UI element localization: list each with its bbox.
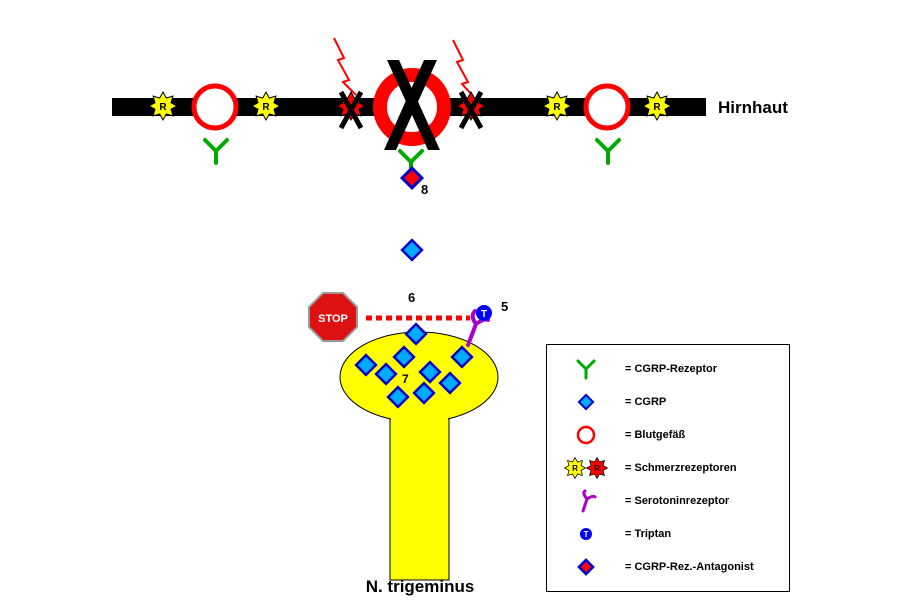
membrane-label: Hirnhaut: [718, 98, 788, 117]
pain-receptor-center-left-blocked: [336, 90, 366, 130]
pain-receptor-right-2: R: [642, 91, 672, 121]
cgrp-free: [400, 238, 424, 262]
pain-receptor-left-1: R: [148, 91, 178, 121]
blood-vessel-left: [191, 83, 239, 131]
cgrp-antagonist-icon: [577, 558, 595, 576]
legend-label: = Serotoninrezeptor: [625, 495, 730, 507]
blood-vessel-icon: [576, 425, 596, 445]
pain-receptor-center-right-blocked: [456, 90, 486, 130]
legend-label: = Blutgefäß: [625, 429, 686, 441]
marker-6: 6: [408, 290, 415, 305]
nerve-terminal: [339, 331, 499, 423]
lightning-right-icon: [452, 39, 474, 97]
svg-text:R: R: [594, 464, 600, 473]
svg-text:T: T: [481, 309, 487, 320]
cgrp-receptor-right: [595, 138, 621, 165]
legend-item-triptan: T = Triptan: [547, 522, 789, 546]
pain-receptors-icon: R R: [563, 456, 609, 480]
legend-item-cgrp-antagonist: = CGRP-Rez.-Antagonist: [547, 555, 789, 579]
pain-receptor-left-2: R: [251, 91, 281, 121]
legend-label: = Triptan: [625, 528, 672, 540]
svg-text:R: R: [553, 102, 561, 113]
legend-item-cgrp-receptor: = CGRP-Rezeptor: [547, 357, 789, 381]
legend-item-serotonin-receptor: = Serotoninrezeptor: [547, 489, 789, 513]
blood-vessel-right: [583, 83, 631, 131]
svg-text:R: R: [262, 102, 270, 113]
legend: = CGRP-Rezeptor = CGRP = Blutgefäß R: [546, 344, 790, 592]
stop-sign-icon: STOP: [308, 292, 358, 342]
legend-label: = CGRP-Rez.-Antagonist: [625, 561, 754, 573]
svg-text:R: R: [653, 102, 661, 113]
lightning-left-icon: [333, 37, 357, 96]
svg-text:T: T: [584, 530, 589, 539]
pain-receptor-right-1: R: [542, 91, 572, 121]
serotonin-receptor-icon: [581, 489, 597, 513]
svg-text:STOP: STOP: [318, 313, 348, 325]
legend-label: = CGRP: [625, 396, 667, 408]
legend-label: = CGRP-Rezeptor: [625, 363, 717, 375]
legend-item-pain-receptors: R R = Schmerzrezeptoren: [547, 456, 789, 480]
triptan-bound: T: [476, 305, 492, 321]
marker-7: 7: [402, 372, 409, 386]
cgrp-antagonist-bound: [399, 165, 425, 191]
triptan-icon: T: [580, 528, 592, 540]
cgrp-receptor-left: [203, 138, 229, 165]
cgrp-receptor-icon: [576, 359, 596, 380]
large-block-x-icon: [384, 60, 440, 150]
nerve-label: N. trigeminus: [366, 577, 475, 596]
legend-label: = Schmerzrezeptoren: [625, 462, 737, 474]
marker-8: 8: [421, 182, 428, 197]
marker-5: 5: [501, 299, 508, 314]
legend-item-cgrp: = CGRP: [547, 390, 789, 414]
legend-item-blood-vessel: = Blutgefäß: [547, 423, 789, 447]
cgrp-icon: [577, 393, 595, 411]
svg-text:R: R: [572, 464, 578, 473]
svg-text:R: R: [159, 102, 167, 113]
